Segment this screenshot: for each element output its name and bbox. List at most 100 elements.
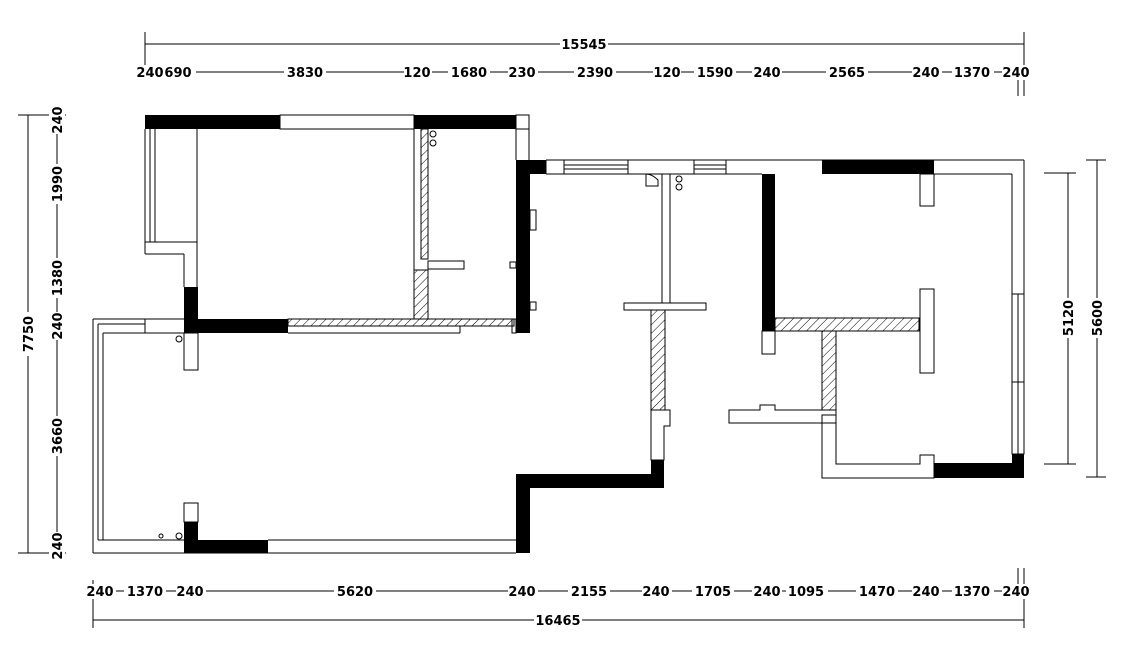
left-dimension-labels: 7750 240 1990 1380 240 3660 240 (20, 106, 66, 560)
label-bg (448, 65, 490, 80)
column (183, 502, 199, 523)
top-total-dimension: 15545 (561, 38, 606, 53)
label-bg (560, 36, 608, 52)
bottom-dimension-label: 240 (176, 585, 203, 600)
wall-solid (198, 540, 268, 553)
left-dimension-label: 1990 (51, 166, 66, 202)
fixture-circle (429, 139, 437, 147)
bottom-dimension-label: 1705 (695, 585, 731, 600)
label-bg (952, 584, 994, 599)
label-bg (952, 65, 994, 80)
label-bg (568, 584, 610, 599)
right-dimension-labels: 5120 5600 (1060, 298, 1106, 338)
label-bg (284, 65, 326, 80)
fixture-circle (429, 130, 437, 138)
wall-outline (650, 409, 671, 461)
label-bg (49, 312, 65, 340)
label-bg (653, 65, 681, 80)
label-bg (1002, 584, 1032, 599)
hatched-wall (420, 128, 429, 260)
fixture-circle (175, 532, 183, 540)
wall-solid (1012, 454, 1024, 478)
top-dimension-label: 240 (912, 66, 939, 81)
label-bg (1089, 298, 1105, 338)
wall-end (515, 114, 530, 130)
label-bg (856, 584, 898, 599)
wall-solid (822, 160, 934, 174)
wall-solid (530, 160, 546, 174)
top-dimension-label: 240 (753, 66, 780, 81)
fixture-circle (675, 183, 683, 191)
hatched-wall (287, 318, 515, 327)
label-bg (49, 164, 65, 204)
wall-stub (427, 260, 465, 270)
fixture (529, 301, 537, 311)
column (919, 173, 935, 207)
window (279, 114, 415, 130)
top-dimension-label: 1680 (451, 66, 487, 81)
bottom-dimension-label: 1470 (859, 585, 895, 600)
label-bg (826, 65, 868, 80)
top-dimension-label: 690 (164, 66, 191, 81)
label-bg (176, 584, 206, 599)
left-dimension-label: 240 (51, 532, 66, 559)
label-bg (49, 106, 65, 134)
hatched-wall (650, 309, 666, 411)
wall-stub (623, 302, 707, 311)
hatched-wall (821, 330, 837, 411)
walls (92, 114, 1025, 554)
wall-outline (821, 414, 935, 479)
label-bg (534, 612, 582, 628)
top-segment-labels: 240 690 3830 120 1680 230 2390 120 1590 … (136, 65, 1032, 81)
fixture (529, 209, 537, 231)
wall-solid (516, 474, 530, 553)
label-bg (49, 416, 65, 456)
column (919, 288, 935, 374)
label-bg (912, 584, 942, 599)
wall-solid (184, 319, 288, 333)
hatched-wall (413, 269, 429, 320)
top-dimension-label: 2565 (829, 66, 865, 81)
label-bg (786, 584, 828, 599)
wall-outline (728, 404, 837, 424)
top-dimension-label: 120 (653, 66, 680, 81)
top-dimension-label: 2390 (577, 66, 613, 81)
top-dimension-label: 120 (403, 66, 430, 81)
fixture-circle (675, 175, 683, 183)
top-dimension-label: 3830 (287, 66, 323, 81)
bottom-dimension-label: 2155 (571, 585, 607, 600)
top-dimension-label: 230 (508, 66, 535, 81)
bottom-segment-labels: 240 1370 240 5620 240 2155 240 1705 240 … (86, 584, 1032, 600)
label-bg (912, 65, 942, 80)
label-bg (404, 65, 432, 80)
bottom-dimension-label: 240 (753, 585, 780, 600)
label-bg (20, 312, 36, 356)
wall-solid (530, 474, 664, 488)
bottom-dimension-label: 240 (86, 585, 113, 600)
left-dimension-label: 3660 (51, 418, 66, 454)
label-bg (508, 65, 538, 80)
right-inner-dimension: 5120 (1062, 300, 1077, 336)
hatched-wall (774, 317, 920, 332)
bottom-dimension-label: 240 (912, 585, 939, 600)
label-bg (124, 584, 166, 599)
wall-solid (934, 463, 1012, 478)
label-bg (752, 65, 782, 80)
bottom-dimension-label: 240 (1002, 585, 1029, 600)
wall-solid (145, 115, 280, 129)
wall-solid (184, 522, 198, 553)
label-bg (86, 584, 116, 599)
label-bg (49, 532, 65, 560)
bottom-total-dimension: 16465 (535, 614, 580, 629)
bottom-dimension-label: 1370 (127, 585, 163, 600)
wall-solid (516, 160, 530, 333)
fixture-circle (158, 533, 164, 539)
label-bg (508, 584, 538, 599)
label-bg (694, 65, 736, 80)
bottom-dimension-label: 1095 (788, 585, 824, 600)
label-bg (334, 584, 376, 599)
left-dimension-label: 240 (51, 106, 66, 133)
left-total-dimension: 7750 (22, 316, 37, 352)
